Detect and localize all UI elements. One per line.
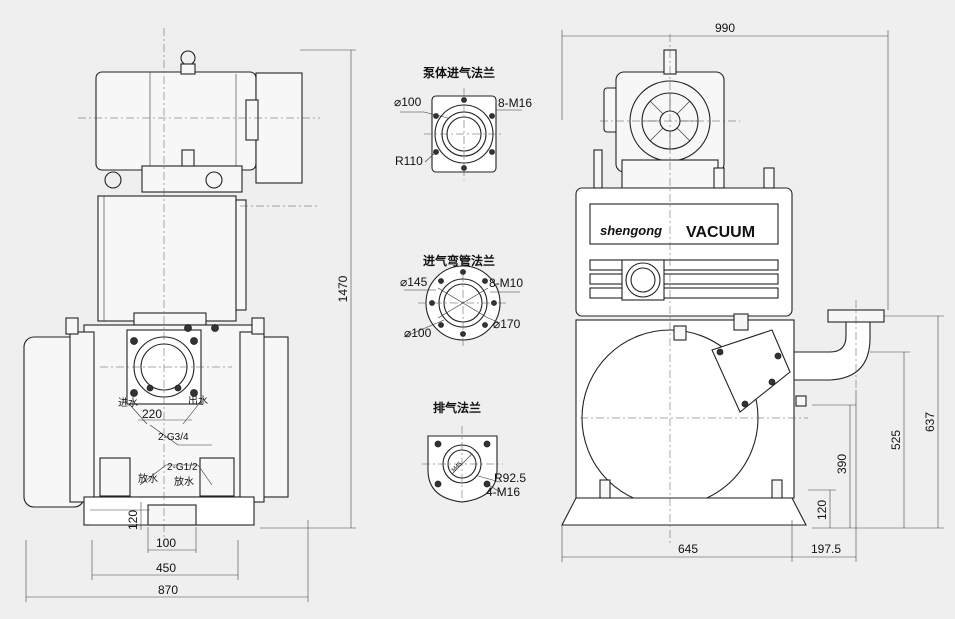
dim-120-front: 120	[126, 510, 140, 530]
dim-100: 100	[156, 536, 176, 550]
flange-elbow-bolt-circle: ⌀170	[493, 317, 521, 331]
dim-220: 220	[142, 407, 162, 421]
flange-elbow-inlet-title: 进气弯管法兰	[423, 253, 495, 268]
dim-870: 870	[158, 583, 178, 597]
label-thread-drain: 2-G1/2	[167, 462, 198, 473]
brand-shengong: shengong	[600, 223, 662, 238]
front-view: 1470 220 120 100 450 870 进水 出水 2-G3/4 2-…	[23, 28, 356, 602]
flange-exhaust: 排气法兰 M45 R92.5 4-M16	[422, 400, 526, 506]
flange-pump-inlet-bolts: 8-M16	[498, 96, 532, 110]
side-view: shengong VACUUM	[561, 21, 944, 562]
dim-645: 645	[678, 542, 698, 556]
label-thread-water: 2-G3/4	[158, 432, 189, 443]
flange-elbow-inner-diameter: ⌀100	[404, 326, 432, 340]
label-drain-2: 放水	[174, 475, 194, 488]
dim-990: 990	[715, 21, 735, 35]
dim-637: 637	[923, 412, 937, 432]
flange-elbow-inlet: 进气弯管法兰 ⌀145 8-M10 ⌀170 ⌀100	[400, 253, 523, 348]
flange-elbow-bolts: 8-M10	[489, 276, 523, 290]
dim-450: 450	[156, 561, 176, 575]
dim-120-side: 120	[815, 500, 829, 520]
flange-exhaust-radius: R92.5	[494, 471, 526, 485]
brand-vacuum: VACUUM	[686, 224, 755, 241]
flange-pump-inlet-radius: R110	[395, 154, 423, 168]
dim-390: 390	[835, 454, 849, 474]
flange-exhaust-title: 排气法兰	[433, 400, 481, 415]
flange-elbow-outer-diameter: ⌀145	[400, 275, 428, 289]
dim-height-1470: 1470	[336, 275, 350, 302]
dim-197-5: 197.5	[811, 542, 841, 556]
flange-exhaust-bolts: 4-M16	[486, 485, 520, 499]
label-water-in: 进水	[118, 397, 138, 409]
flange-pump-inlet-diameter: ⌀100	[394, 95, 422, 109]
flange-pump-inlet: 泵体进气法兰 ⌀100 8-M16 R110	[394, 65, 532, 180]
label-drain-1: 放水	[138, 472, 158, 485]
flange-pump-inlet-title: 泵体进气法兰	[423, 65, 495, 80]
dim-525: 525	[889, 430, 903, 450]
label-water-out: 出水	[188, 394, 208, 407]
